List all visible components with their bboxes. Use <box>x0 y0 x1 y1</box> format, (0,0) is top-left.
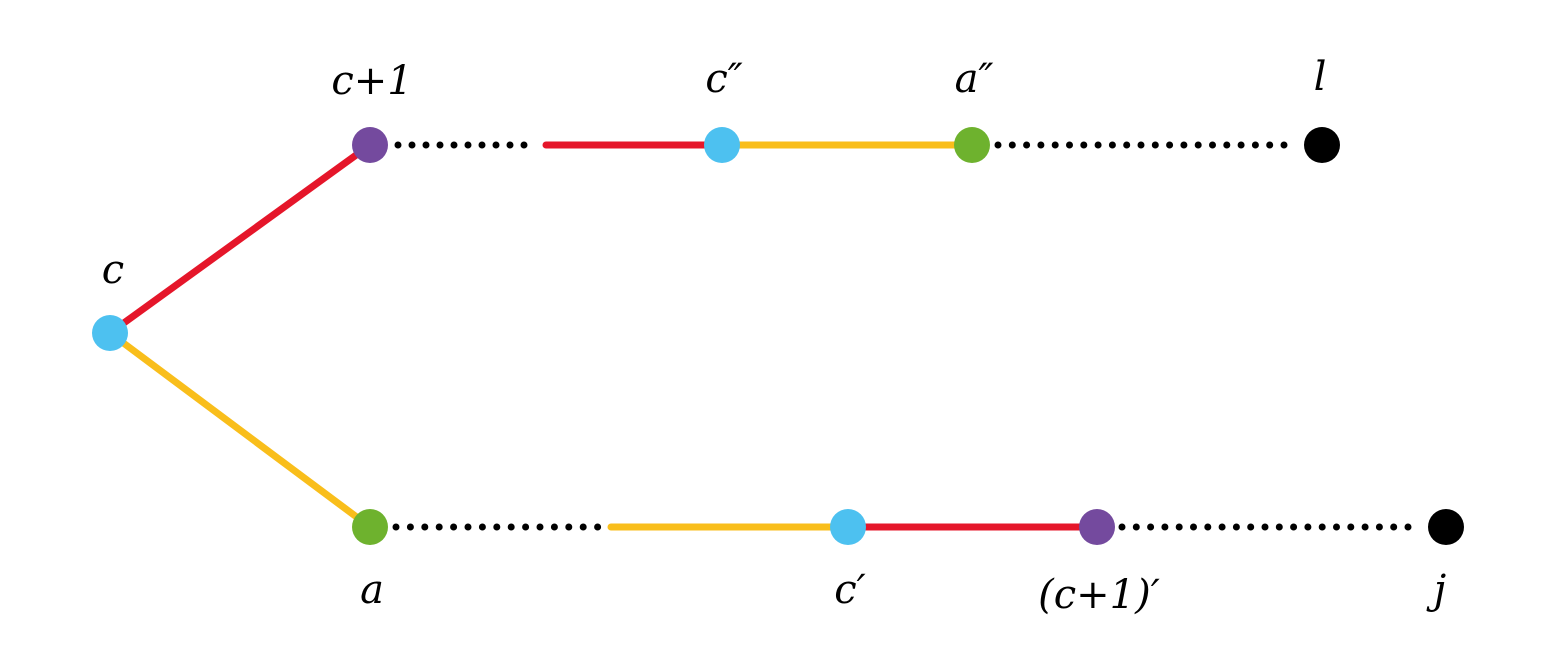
node-a-double-prime <box>954 127 990 163</box>
node-c-double-prime <box>704 127 740 163</box>
node-c <box>92 315 128 351</box>
label-j: j <box>1426 567 1446 613</box>
label-a: a <box>360 567 384 613</box>
label-c: c <box>102 247 124 293</box>
node-c-prime <box>830 509 866 545</box>
node-c-plus-1-prime <box>1079 509 1115 545</box>
edge-c-to-a <box>106 329 374 531</box>
label-c-double-prime: c″ <box>705 56 742 102</box>
label-c-plus-1-prime: (c+1)′ <box>1038 572 1160 618</box>
label-l: l <box>1314 54 1327 100</box>
label-c-plus-1: c+1 <box>331 58 412 104</box>
node-c-plus-1 <box>352 127 388 163</box>
node-j <box>1428 509 1464 545</box>
node-l <box>1304 127 1340 163</box>
label-a-double-prime: a″ <box>955 56 994 102</box>
label-c-prime: c′ <box>834 567 865 613</box>
node-a <box>352 509 388 545</box>
edge-c-to-c-plus-1 <box>106 141 374 337</box>
